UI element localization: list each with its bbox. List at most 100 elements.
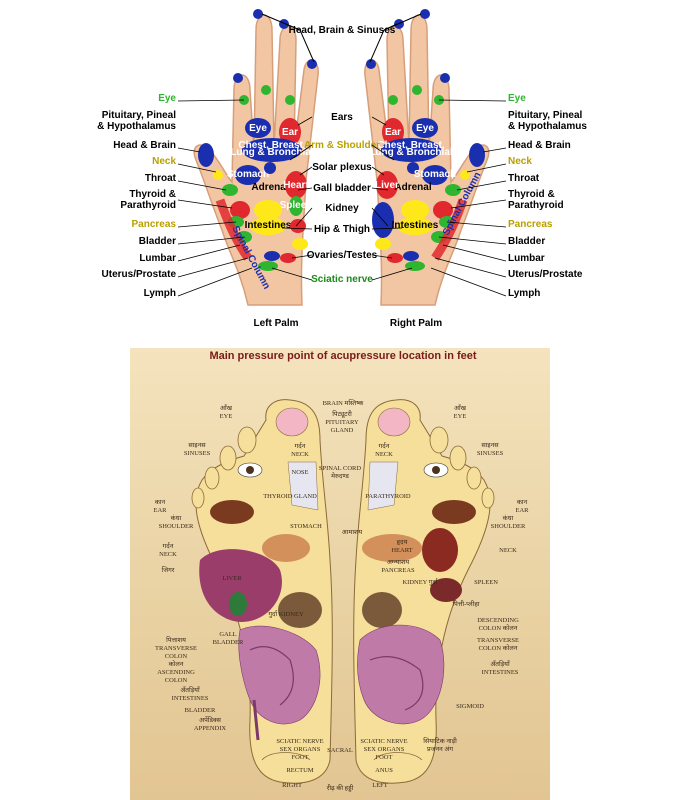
diagram-label: प्रजनन अंग — [427, 745, 453, 753]
foot-right-side — [353, 399, 495, 784]
diagram-label: SEX ORGANS — [364, 746, 405, 753]
diagram-label: Lymph — [508, 288, 540, 299]
diagram-label: GALL — [219, 631, 236, 638]
diagram-label: & Hypothalamus — [97, 121, 176, 132]
leader-line — [371, 254, 393, 259]
diagram-label: NECK — [375, 451, 393, 458]
diagram-label: Throat — [508, 173, 540, 184]
diagram-label: कोलन — [169, 660, 184, 668]
leader-line — [177, 236, 245, 245]
diagram-label: HEART — [391, 547, 412, 554]
leader-line — [177, 147, 201, 153]
diagram-label: SINUSES — [184, 450, 211, 457]
diagram-label: APPENDIX — [194, 725, 226, 732]
diagram-label: DESCENDING — [477, 617, 519, 624]
diagram-label: RECTUM — [286, 767, 313, 774]
diagram-label: COLON — [165, 677, 188, 684]
left-hand: Eye Ear Chest, Breast, Lung & Bronchial … — [193, 9, 319, 306]
diagram-label: ASCENDING — [157, 669, 195, 676]
diagram-label: अँतड़ियाँ — [490, 660, 510, 668]
leader-line — [371, 227, 403, 230]
diagram-label: KIDNEY गुर्दा — [402, 578, 438, 586]
diagram-label: Throat — [145, 173, 177, 184]
right-chest-zone: Chest, Breast, — [377, 140, 444, 151]
diagram-label: ANUS — [375, 767, 393, 774]
diagram-label: LIVER — [222, 575, 242, 582]
right-ear-zone: Ear — [385, 127, 401, 138]
foot-left-side — [191, 399, 333, 784]
leader-line — [456, 180, 507, 191]
leader-line — [371, 187, 389, 191]
left-intestines-zone: Intestines — [245, 220, 292, 231]
leader-line — [177, 221, 237, 228]
diagram-label: PANCREAS — [381, 567, 415, 574]
diagram-label: गर्दन — [379, 442, 390, 450]
right-palm-caption: Right Palm — [390, 318, 442, 329]
leader-line — [371, 267, 413, 281]
diagram-label: पित्ताशय — [166, 636, 186, 644]
diagram-label: Head & Brain — [113, 140, 176, 151]
diagram-label: Pituitary, Pineal — [102, 110, 177, 121]
diagram-label: आँख — [454, 404, 467, 412]
diagram-label: Head & Brain — [508, 140, 571, 151]
leader-line — [297, 116, 313, 126]
diagram-label: SIGMOID — [456, 703, 484, 710]
diagram-label: Lumbar — [508, 253, 545, 264]
diagram-label: BLADDER — [185, 707, 216, 714]
left-adrenal-zone: Adrenal — [251, 182, 288, 193]
diagram-label: पिट्यूटरी — [332, 410, 352, 418]
diagram-label: Lumbar — [139, 253, 176, 264]
feet-right-labels: आँखEYEसाइनसSINUSESकानEARकंधाSHOULDERNECK… — [423, 404, 529, 753]
leader-line — [297, 187, 313, 191]
diagram-label: साइनस — [481, 442, 499, 449]
leader-line — [289, 144, 313, 161]
left-lung-zone: Lung & Bronchial — [230, 147, 314, 158]
diagram-label: कान — [517, 499, 528, 506]
diagram-label: FOOT — [292, 754, 309, 761]
diagram-label: SCIATIC NERVE — [276, 738, 323, 745]
diagram-label: रीढ़ की हड्डी — [327, 784, 354, 792]
diagram-label: अपेंडिक्स — [199, 716, 221, 724]
diagram-label: TRANSVERSE — [155, 645, 197, 652]
diagram-label: SCIATIC NERVE — [360, 738, 407, 745]
leader-line — [371, 207, 389, 227]
left-palm-caption: Left Palm — [253, 318, 298, 329]
diagram-label: INTESTINES — [482, 669, 519, 676]
diagram-label: Uterus/Prostate — [508, 269, 583, 280]
diagram-label: Bladder — [139, 236, 176, 247]
right-eye-zone: Eye — [416, 123, 434, 134]
diagram-label: RIGHT — [282, 782, 302, 789]
diagram-label: Hip & Thigh — [314, 224, 370, 235]
leader-line — [442, 244, 507, 262]
leader-line — [177, 257, 249, 278]
diagram-label: Neck — [152, 156, 176, 167]
leader-line — [430, 267, 507, 297]
right-lung-zone: Lung & Bronchial — [369, 147, 453, 158]
diagram-label: Uterus/Prostate — [102, 269, 177, 280]
diagram-label: Ovaries/Testes — [307, 250, 378, 261]
leader-line — [291, 254, 313, 259]
diagram-label: कंधा — [503, 514, 514, 522]
leader-line — [295, 207, 313, 227]
diagram-label: Bladder — [508, 236, 545, 247]
diagram-label: Eye — [158, 93, 176, 104]
diagram-label: SHOULDER — [159, 523, 194, 530]
diagram-label: EYE — [454, 413, 467, 420]
diagram-label: Neck — [508, 156, 532, 167]
diagram-label: COLON — [165, 653, 188, 660]
leader-line — [177, 163, 217, 173]
diagram-label: Parathyroid — [508, 200, 564, 211]
right-hand — [364, 9, 490, 306]
diagram-label: कान — [155, 499, 166, 506]
diagram-label: गुर्दा KIDNEY — [268, 610, 304, 618]
diagram-label: FOOT — [376, 754, 393, 761]
right-intestines-zone: Intestines — [392, 220, 439, 231]
diagram-label: जिगर — [162, 566, 175, 574]
diagram-label: कंधा — [171, 514, 182, 522]
diagram-label: BRAIN मस्तिष्क — [323, 399, 365, 407]
foot-reflexology-chart: Main pressure point of acupressure locat… — [130, 348, 550, 800]
diagram-label: NOSE — [292, 469, 309, 476]
diagram-label: & Hypothalamus — [508, 121, 587, 132]
diagram-label: TRANSVERSE — [477, 637, 519, 644]
